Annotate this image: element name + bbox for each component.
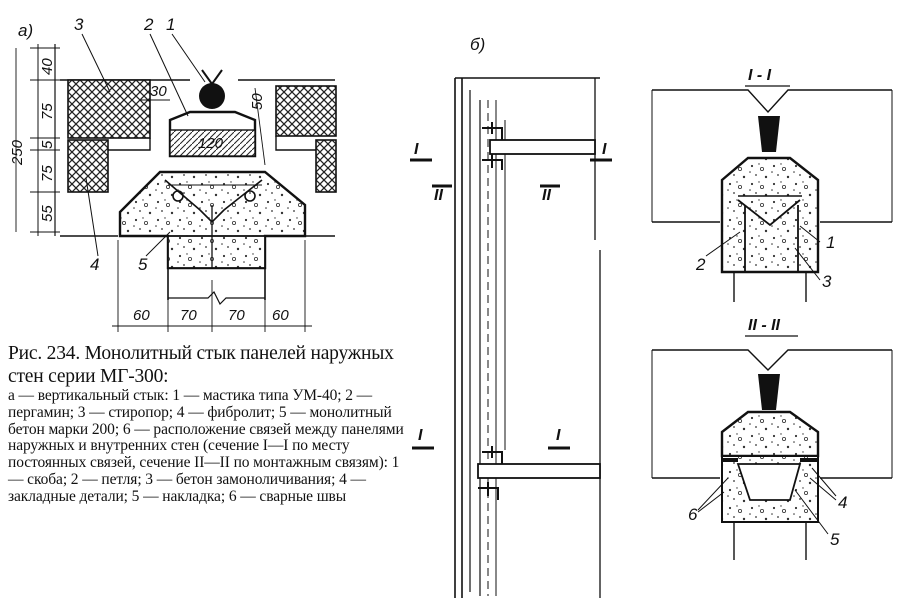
section-1-title: I - I: [748, 67, 772, 84]
svg-text:II: II: [542, 187, 551, 204]
section-marks: I II II I I I: [410, 141, 612, 450]
svg-text:6: 6: [688, 505, 698, 524]
styrofoam-left: [67, 79, 151, 139]
svg-text:5: 5: [39, 140, 56, 149]
figure-a: а) 120 40 75: [9, 15, 337, 332]
fibrolite-right: [315, 139, 337, 193]
caption-title: Рис. 234. Монолитный стык панелей наружн…: [8, 343, 394, 387]
svg-text:40: 40: [39, 58, 56, 75]
caption-body: а — вертикальный стык: 1 — мастика типа …: [8, 387, 404, 505]
styrofoam-right: [275, 85, 337, 137]
svg-text:5: 5: [830, 530, 840, 549]
svg-text:60: 60: [272, 307, 289, 324]
svg-text:3: 3: [74, 15, 84, 34]
svg-text:2: 2: [143, 15, 154, 34]
svg-text:4: 4: [838, 493, 847, 512]
svg-text:1: 1: [166, 15, 175, 34]
vertical-dims: 40 75 5 75 55 250: [9, 58, 56, 222]
figure-b: б) I II II I I I: [410, 35, 612, 598]
figure-b-label: б): [470, 35, 485, 54]
svg-text:I: I: [556, 427, 561, 444]
dim-120: 120: [198, 135, 224, 152]
svg-text:1: 1: [826, 233, 835, 252]
svg-text:I: I: [414, 141, 419, 158]
figure-caption: Рис. 234. Монолитный стык панелей наружн…: [8, 342, 408, 506]
section-2-title: II - II: [748, 317, 781, 334]
svg-text:4: 4: [90, 255, 99, 274]
svg-text:60: 60: [133, 307, 150, 324]
svg-text:75: 75: [39, 103, 56, 120]
svg-text:I: I: [418, 427, 423, 444]
svg-text:75: 75: [39, 165, 56, 182]
svg-text:70: 70: [180, 307, 197, 324]
svg-text:70: 70: [228, 307, 245, 324]
svg-text:3: 3: [822, 272, 832, 291]
fibrolite-left: [67, 139, 109, 193]
figure-a-label: а): [18, 21, 33, 40]
section-2: II - II 6 4 5: [651, 317, 893, 560]
section-1: I - I 2 1 3: [651, 67, 893, 302]
mastic-bulb: [199, 83, 225, 109]
svg-text:2: 2: [695, 255, 706, 274]
total-height: 250: [9, 139, 26, 166]
svg-text:I: I: [602, 141, 607, 158]
svg-text:5: 5: [138, 255, 148, 274]
dim-50: 50: [249, 93, 266, 110]
dim-30: 30: [150, 83, 167, 100]
svg-text:55: 55: [39, 205, 56, 222]
svg-text:II: II: [434, 187, 443, 204]
